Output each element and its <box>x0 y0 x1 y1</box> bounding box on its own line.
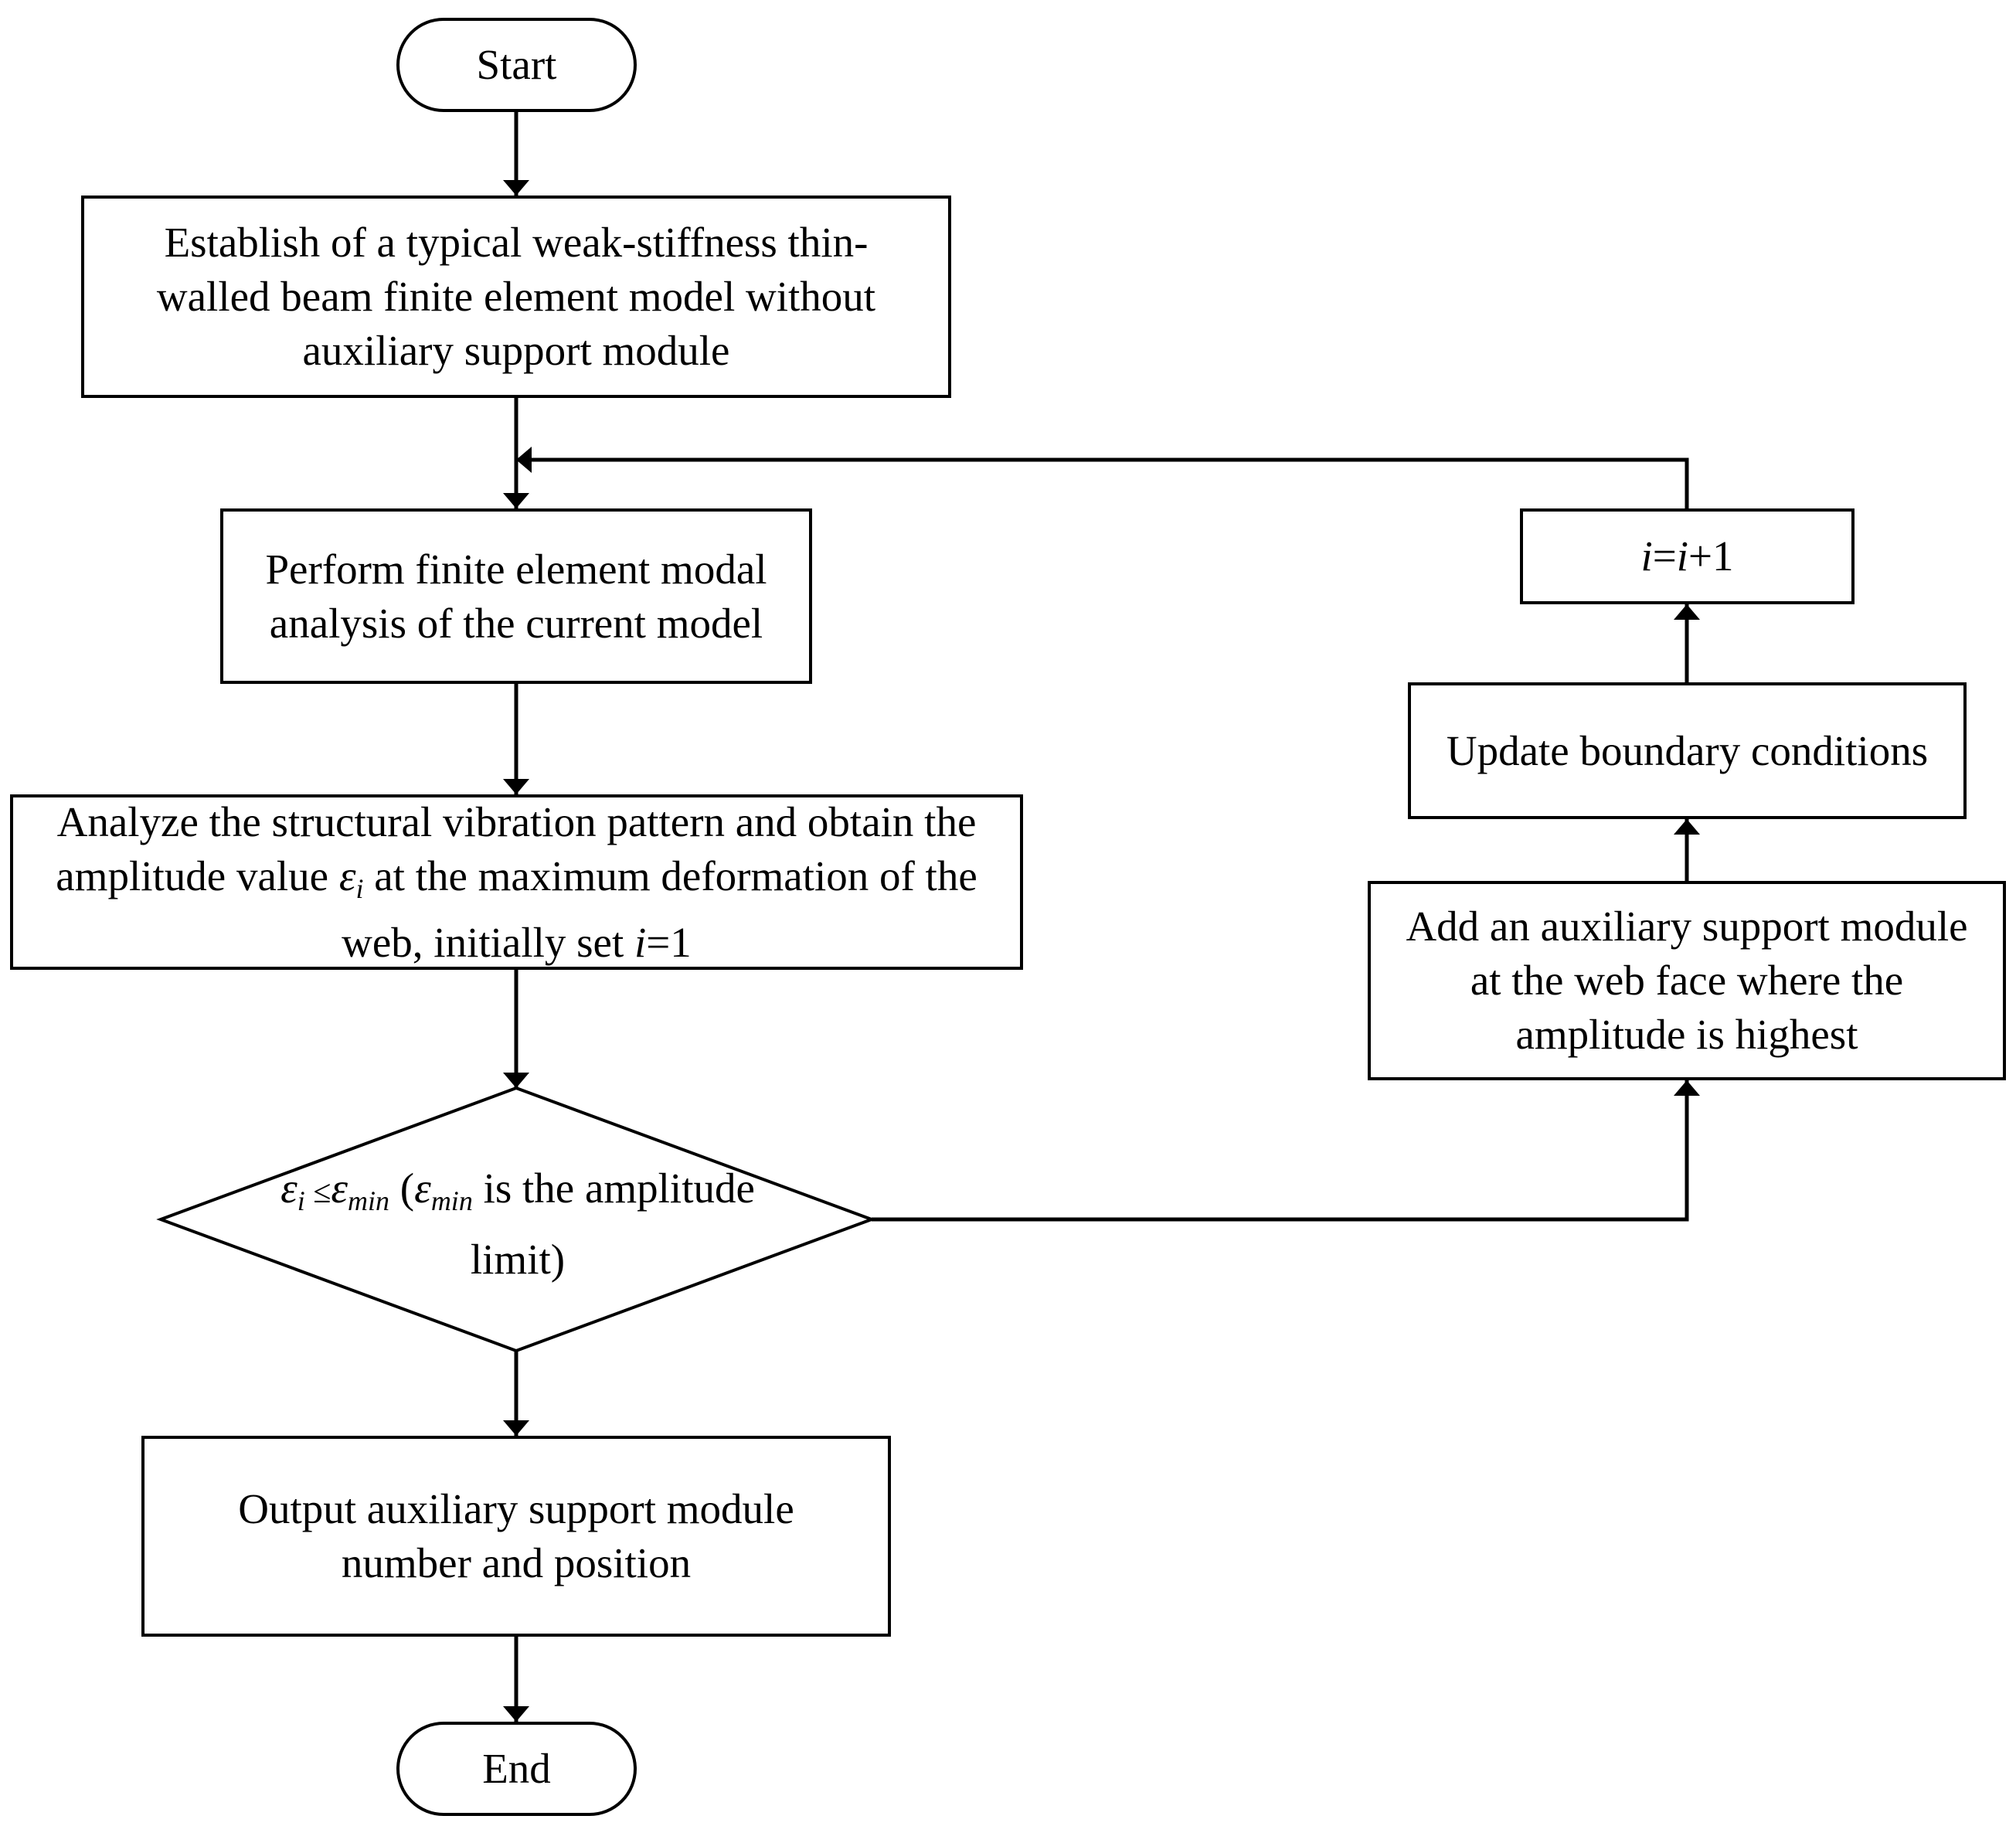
output-text: Output auxiliary support module number a… <box>238 1485 794 1586</box>
decision-sub-min-2: min <box>430 1185 473 1216</box>
add-module-text: Add an auxiliary support module at the w… <box>1406 903 1968 1058</box>
decision-epsilon-2: ε <box>331 1165 348 1212</box>
decision-sub-min-1: min <box>348 1185 390 1216</box>
start-label: Start <box>476 41 557 88</box>
update-boundary-box: Update boundary conditions <box>1408 682 1967 819</box>
increment-plus-one: +1 <box>1688 532 1734 580</box>
arrowhead-update-to-increment <box>1674 604 1700 620</box>
decision-epsilon-3: ε <box>414 1165 431 1212</box>
modal-analysis-text: Perform finite element modal analysis of… <box>265 545 767 647</box>
decision-text: εi ≤εmin (εmin is the amplitude limit) <box>255 1159 780 1289</box>
add-module-box: Add an auxiliary support module at the w… <box>1368 881 2006 1080</box>
analyze-vibration-box: Analyze the structural vibration pattern… <box>10 794 1023 970</box>
analyze-vibration-text: Analyze the structural vibration pattern… <box>22 795 1011 970</box>
update-boundary-text: Update boundary conditions <box>1446 726 1929 774</box>
decision-sub-i: i <box>297 1185 305 1216</box>
decision-epsilon-1: ε <box>280 1165 297 1212</box>
arrowhead-output-to-end <box>503 1706 529 1722</box>
arrowhead-modal-to-analyze <box>503 779 529 794</box>
increment-box: i=i+1 <box>1520 508 1855 604</box>
epsilon-symbol: ε <box>338 852 356 899</box>
modal-analysis-box: Perform finite element modal analysis of… <box>220 508 812 684</box>
analyze-text-middle: at the maximum deformation of the web, i… <box>342 852 977 966</box>
analyze-text-before: Analyze the structural vibration pattern… <box>56 797 977 899</box>
establish-model-text: Establish of a typical weak-stiffness th… <box>156 219 876 374</box>
end-label: End <box>482 1745 551 1792</box>
increment-eq: = <box>1652 532 1677 580</box>
decision-relation: ≤ <box>304 1175 331 1210</box>
output-box: Output auxiliary support module number a… <box>141 1436 891 1637</box>
arrowhead-analyze-to-decision <box>503 1073 529 1088</box>
analyze-text-after: =1 <box>646 918 692 966</box>
start-terminal: Start <box>396 18 637 112</box>
establish-model-box: Establish of a typical weak-stiffness th… <box>81 196 951 398</box>
end-terminal: End <box>396 1722 637 1816</box>
epsilon-subscript-i: i <box>355 872 364 904</box>
arrowhead-start-to-establish <box>503 180 529 196</box>
arrowhead-decision-to-output <box>503 1420 529 1436</box>
arrowhead-add-module-to-update <box>1674 819 1700 835</box>
arrowhead-establish-to-modal <box>503 493 529 508</box>
arrowhead-decision-to-add-module <box>1674 1080 1700 1096</box>
arrow-increment-to-loop-return <box>516 457 1689 508</box>
increment-text: i=i+1 <box>1640 529 1733 583</box>
decision-paren-open: ( <box>389 1165 415 1212</box>
increment-var-i: i <box>1640 532 1653 580</box>
analyze-var-i: i <box>634 918 647 966</box>
decision-text-after: is the amplitude limit) <box>470 1165 755 1283</box>
arrow-decision-to-add-module <box>872 1080 1689 1222</box>
arrowhead-loop-return <box>516 447 532 473</box>
increment-var-i2: i <box>1676 532 1689 580</box>
